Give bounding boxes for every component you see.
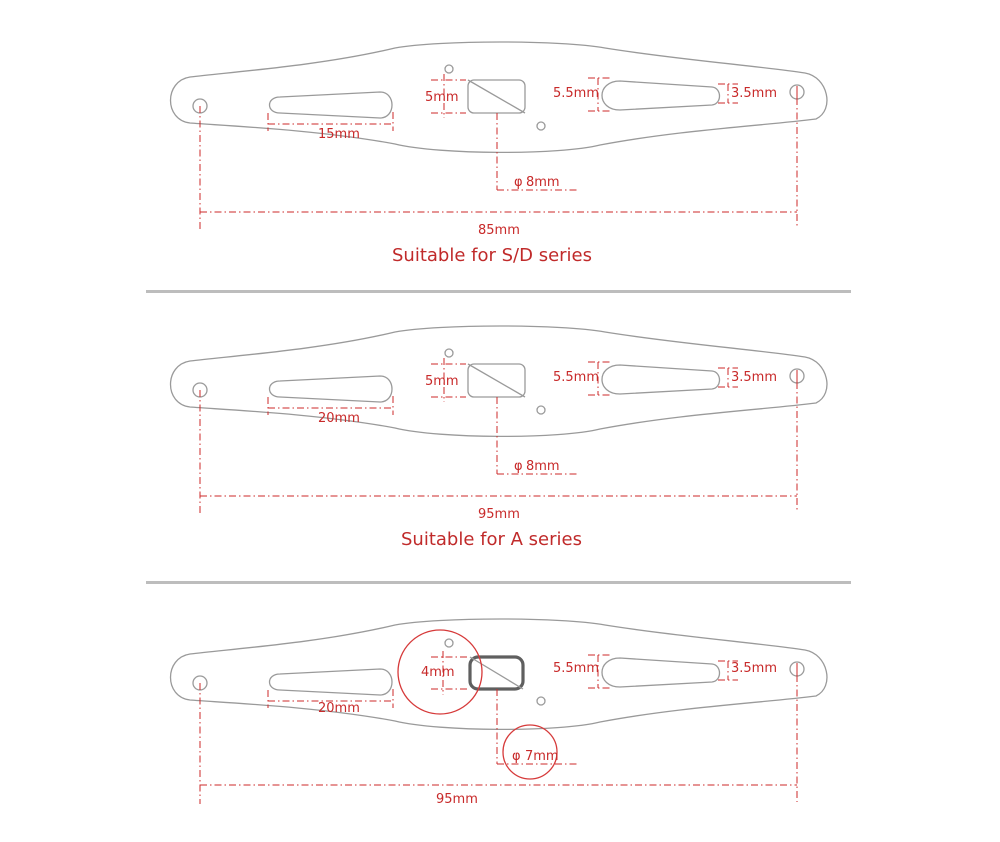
square-size-label: 4mm <box>421 665 455 680</box>
small-hole-top <box>444 64 454 74</box>
slot-right <box>601 657 721 688</box>
total-length-label: 85mm <box>478 223 520 238</box>
small-hole-top <box>444 638 454 648</box>
slot-end-label: 3.5mm <box>731 86 777 101</box>
section-divider <box>146 581 851 584</box>
slot-left <box>268 375 393 403</box>
small-hole-top <box>444 348 454 358</box>
slot-height-label: 5.5mm <box>553 661 599 676</box>
slot-left <box>268 91 393 119</box>
small-hole-bottom <box>536 405 546 415</box>
highlight-circle-square <box>397 629 483 715</box>
slot-length-label: 20mm <box>318 701 360 716</box>
hole-diameter-prefix: φ <box>514 459 523 474</box>
slot-length-label: 15mm <box>318 127 360 142</box>
arm-outline <box>169 618 828 731</box>
total-length-label: 95mm <box>478 507 520 522</box>
section-divider <box>146 290 851 293</box>
slot-end-label: 3.5mm <box>731 370 777 385</box>
arm-outline <box>169 41 828 154</box>
arm-outline <box>169 325 828 438</box>
slot-height-label: 5.5mm <box>553 86 599 101</box>
square-size-label: 5mm <box>425 90 459 105</box>
slot-right <box>601 80 721 111</box>
hole-diameter-prefix: φ <box>514 175 523 190</box>
slot-length-label: 20mm <box>318 411 360 426</box>
panel-sd-series: 15mm 85mm φ 8mm 5mm 5.5mm 3.5mm Suitable… <box>169 41 828 266</box>
small-hole-bottom <box>536 121 546 131</box>
slot-end-label: 3.5mm <box>731 661 777 676</box>
hole-diameter-label: 8mm <box>526 175 560 190</box>
hole-diameter-prefix: φ <box>512 749 521 764</box>
slot-right <box>601 364 721 395</box>
hole-diameter-label: 7mm <box>525 749 559 764</box>
square-size-label: 5mm <box>425 374 459 389</box>
total-length-label: 95mm <box>436 792 478 807</box>
slot-left <box>268 668 393 696</box>
series-caption: Suitable for S/D series <box>392 245 592 266</box>
panel-a-series: 20mm 95mm φ 8mm 5mm 5.5mm 3.5mm Suitable… <box>169 325 828 550</box>
series-caption: Suitable for A series <box>401 529 582 550</box>
small-hole-bottom <box>536 696 546 706</box>
hole-diameter-label: 8mm <box>526 459 560 474</box>
panel-third: 20mm 95mm φ 7mm 4mm 5.5mm 3.5mm <box>169 618 828 807</box>
slot-height-label: 5.5mm <box>553 370 599 385</box>
highlight-circle-hole <box>502 724 558 780</box>
